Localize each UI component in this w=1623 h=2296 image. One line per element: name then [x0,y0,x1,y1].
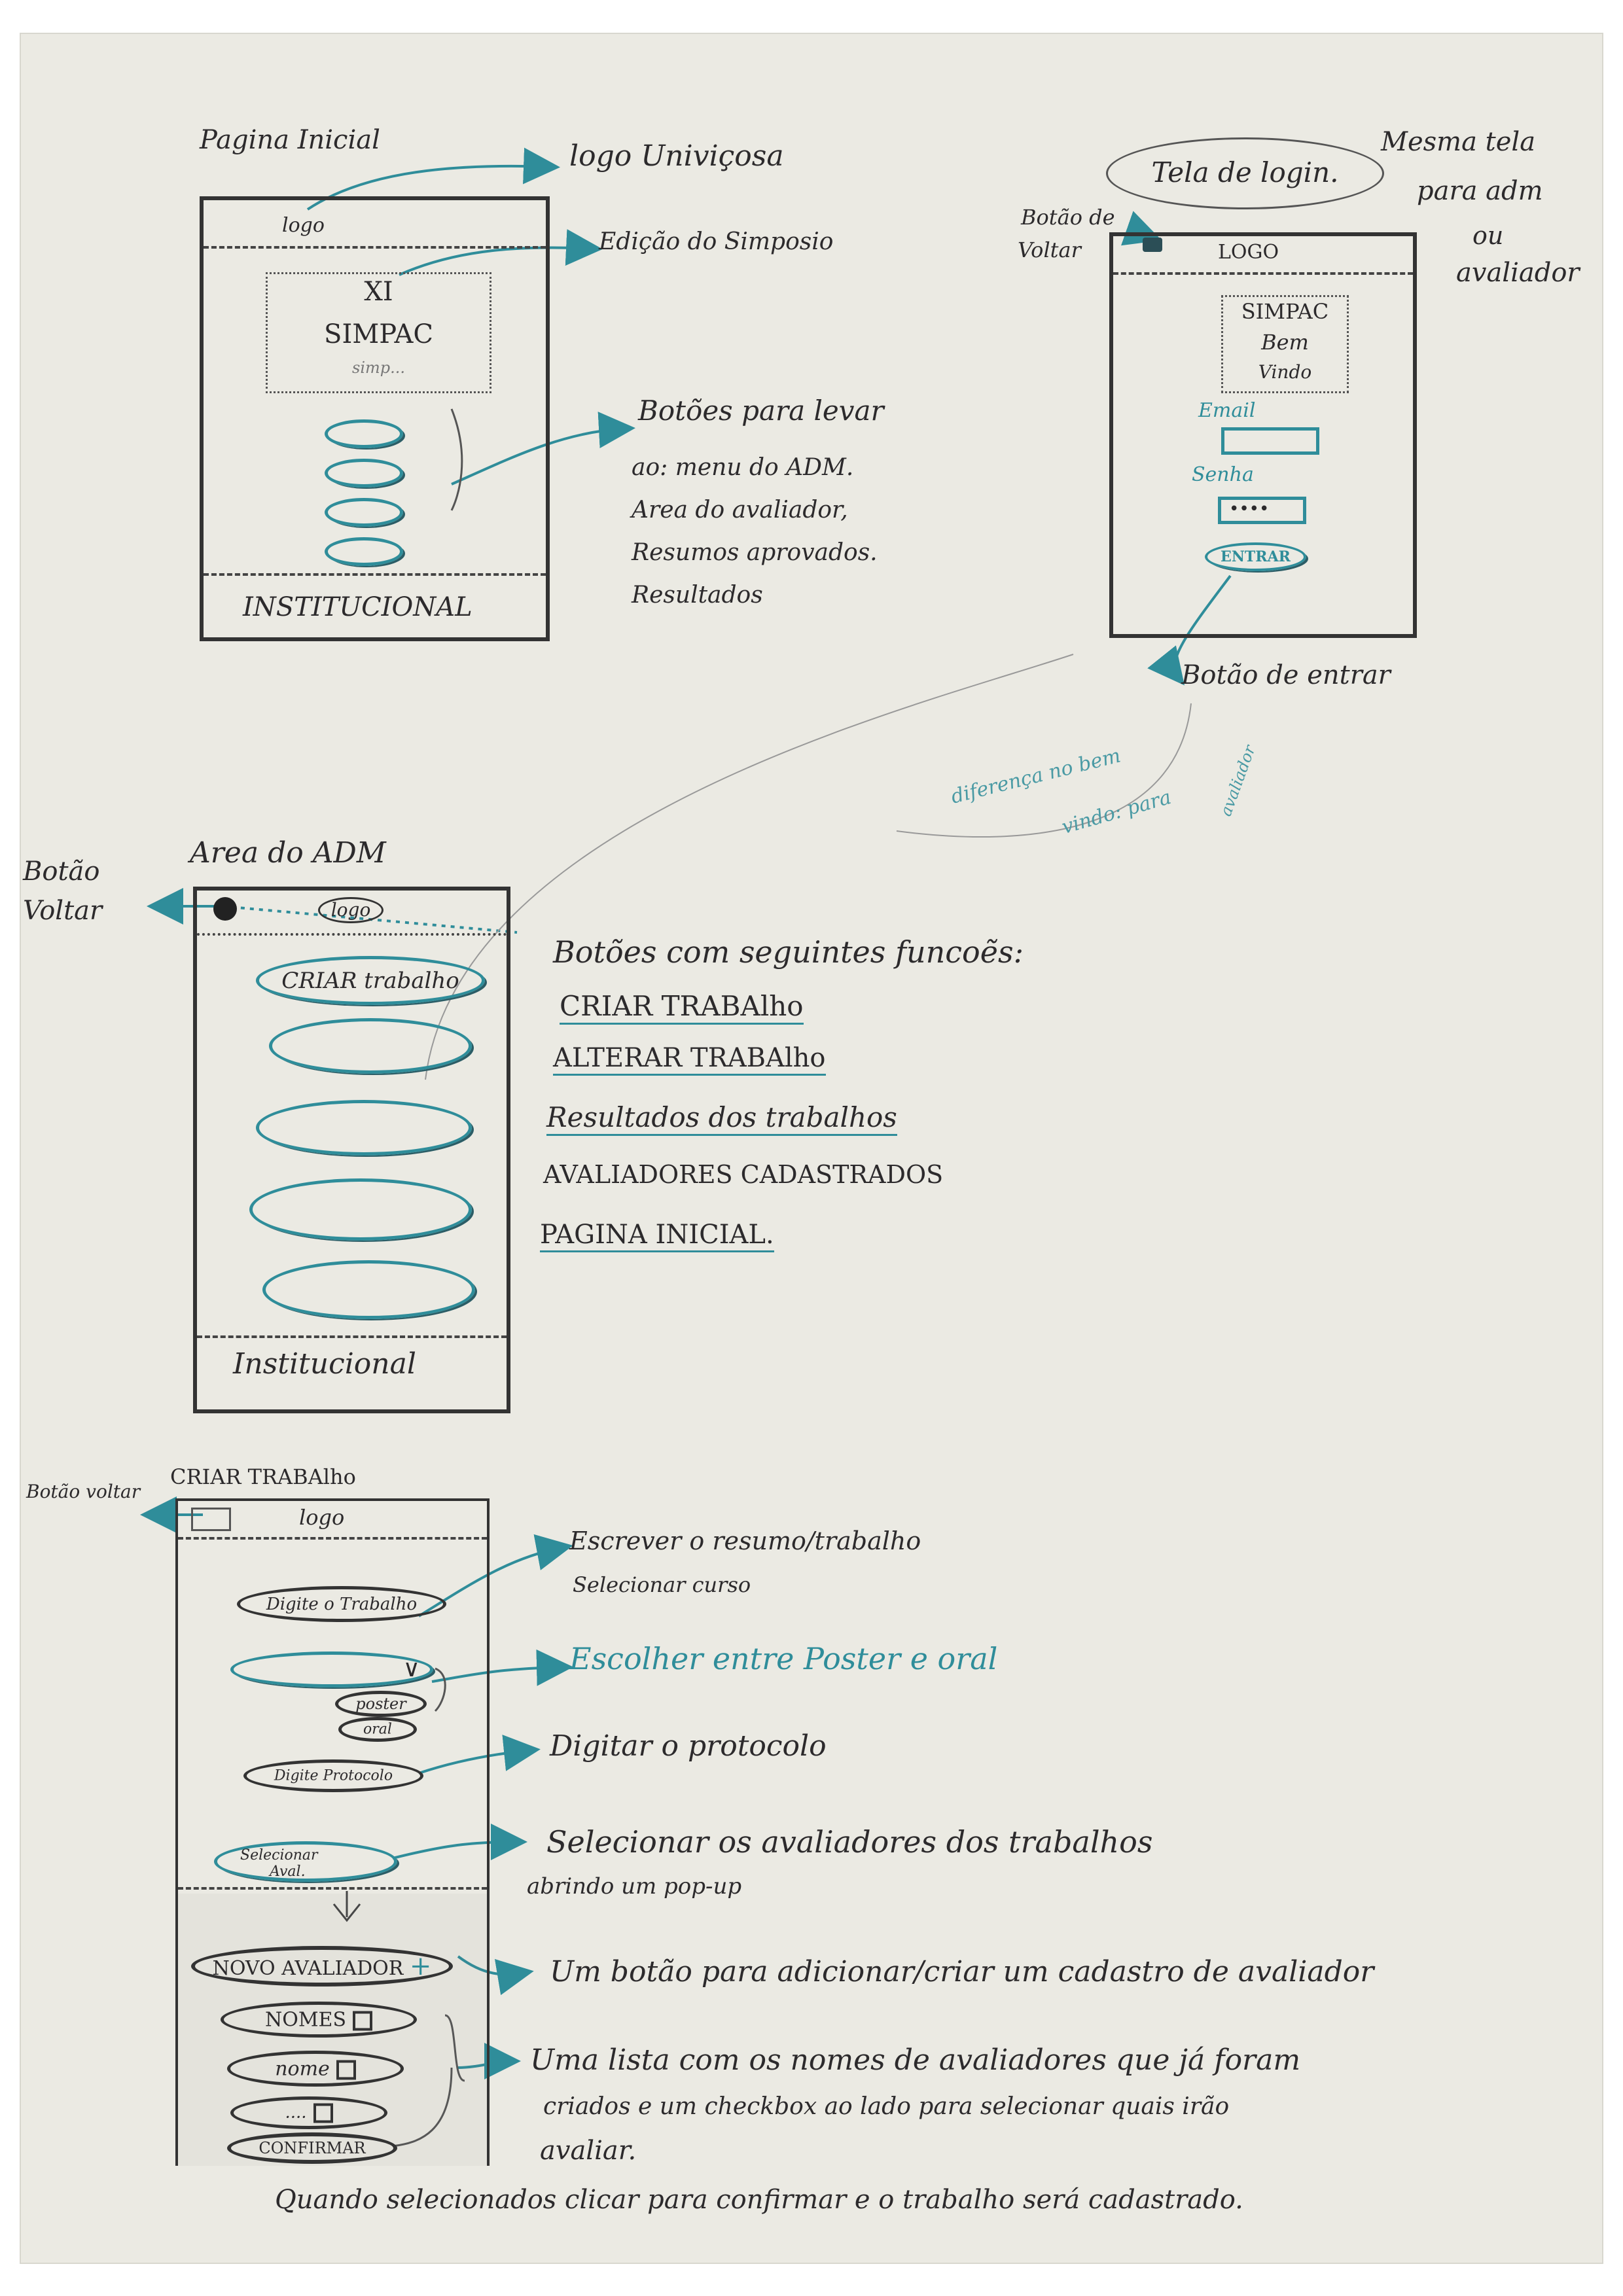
evaluator-name-row[interactable]: .... [230,2096,387,2129]
login-logo: LOGO [1218,241,1279,264]
popup-divider [178,1887,487,1890]
email-field[interactable] [1221,427,1319,455]
type-note: Escolher entre Poster e oral [569,1641,998,1676]
confirm-button[interactable]: CONFIRMAR [227,2132,397,2164]
logo-arrow [306,147,560,211]
adm-back-button[interactable] [213,897,237,921]
home-button-4[interactable] [325,537,403,566]
home-footer: INSTITUCIONAL [243,592,473,622]
edition-line1: XI [364,277,393,307]
function-item: CRIAR TRABAlho [560,991,804,1025]
evaluator-name-row[interactable]: NOMES [221,2002,417,2038]
screen1-edition-note: Edição do Simposio [599,228,834,255]
header-divider [204,246,546,249]
home-logo: logo [282,214,325,237]
type-option-oral[interactable]: oral [338,1717,417,1742]
buttons-arrow [451,412,635,486]
screen3-title: Area do ADM [190,836,386,870]
protocol-input[interactable]: Digite Protocolo [243,1759,423,1792]
enter-arrow [1147,574,1232,686]
type-option-poster[interactable]: poster [335,1691,427,1717]
back-button[interactable] [1143,238,1162,252]
edition-line2: SIMPAC [324,319,433,349]
edition-box: XI SIMPAC simp... [266,272,491,393]
chevron-down-icon: ∨ [402,1655,420,1682]
password-label: Senha [1192,463,1254,486]
adm-screen-frame: logo CRIAR trabalho Institucional [193,887,510,1413]
welcome-box: SIMPAC Bem Vindo [1221,295,1349,393]
checkbox[interactable] [336,2060,356,2079]
type-select[interactable]: ∨ [230,1651,433,1687]
login-header-divider [1113,272,1413,275]
function-item: AVALIADORES CADASTRADOS [543,1160,944,1189]
new-eval-arrow [457,1955,534,1996]
new-evaluator-note: Um botão para adicionar/criar um cadastr… [550,1955,1374,1988]
function-item: Resultados dos trabalhos [546,1102,897,1137]
function-item: ALTERAR TRABAlho [553,1044,826,1076]
confirm-note: Quando selecionados clicar para confirma… [275,2185,1243,2215]
names-arrow [457,2043,521,2080]
evaluators-button[interactable] [249,1178,472,1241]
create-back-button[interactable] [191,1508,231,1531]
results-button[interactable] [256,1100,472,1156]
adm-footer: Institucional [233,1347,416,1381]
checkbox[interactable] [353,2011,372,2030]
select-evaluators-button[interactable]: Selecionar Aval. [214,1841,397,1882]
plus-icon: + [409,1951,432,1981]
protocol-arrow [418,1735,541,1775]
enter-button-note: Botão de entrar [1181,660,1391,690]
create-back-note: Botão voltar [26,1481,141,1502]
adm-logo-oval: logo [318,897,383,923]
adm-footer-divider [197,1335,507,1338]
checkbox[interactable] [313,2103,333,2123]
adm-logo: logo [330,899,371,921]
edition-line3: simp... [352,359,405,377]
login-title: Tela de login. [1151,156,1339,188]
work-input[interactable]: Digite o Trabalho [237,1586,446,1622]
create-screen-frame: logo Digite o Trabalho ∨ poster oral Dig… [175,1498,490,2166]
home-screen-frame: logo XI SIMPAC simp... INSTITUCIONAL [200,196,550,641]
login-screen-frame: LOGO SIMPAC Bem Vindo Email Senha •••• E… [1109,232,1417,638]
protocol-note: Digitar o protocolo [550,1729,827,1763]
password-field[interactable]: •••• [1218,497,1306,524]
adm-header-divider [197,933,507,936]
function-item: PAGINA INICIAL. [540,1220,774,1252]
home-button-3[interactable] [325,498,403,527]
email-label: Email [1198,399,1256,422]
home-button-2[interactable] [325,459,403,487]
select-arrow [392,1824,527,1861]
screen4-title: CRIAR TRABAlho [170,1464,356,1489]
screen1-title: Pagina Inicial [200,125,380,155]
alter-work-button[interactable] [269,1018,472,1074]
screen1-logo-note: logo Univiçosa [569,139,784,173]
functions-title: Botões com seguintes funcoẽs: [553,934,1024,970]
paper-sheet [20,33,1603,2264]
edition-arrow [399,229,603,276]
create-header-divider [178,1537,487,1540]
new-evaluator-button[interactable]: NOVO AVALIADOR + [191,1946,453,1987]
login-title-bubble: Tela de login. [1106,137,1384,209]
footer-divider [204,573,546,576]
home-button-1[interactable] [325,419,403,448]
create-work-button[interactable]: CRIAR trabalho [256,956,485,1005]
home-page-button[interactable] [262,1260,475,1319]
create-logo: logo [299,1505,345,1530]
enter-button[interactable]: ENTRAR [1205,542,1306,571]
evaluator-name-row[interactable]: nome [227,2051,404,2087]
